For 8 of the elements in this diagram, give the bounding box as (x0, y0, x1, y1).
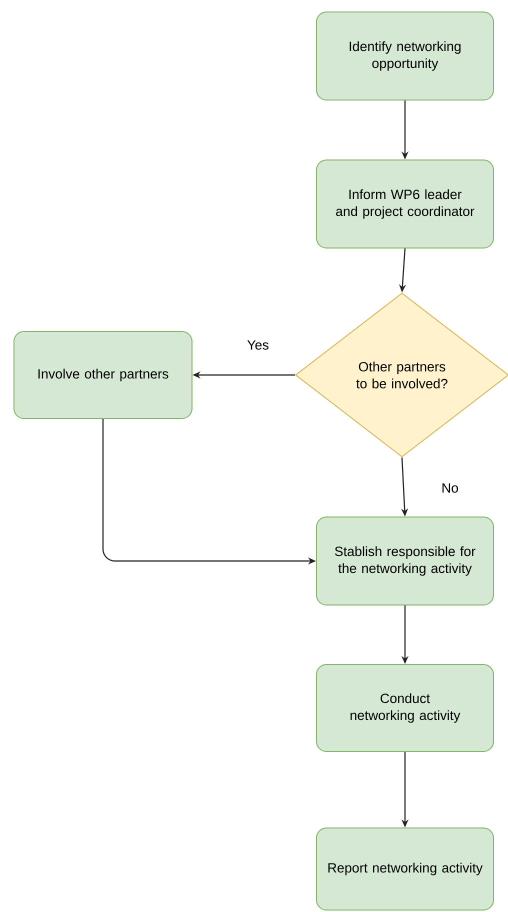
edge-label: No (439, 481, 461, 495)
process-box: Inform WP6 leader and project coordinator (316, 160, 494, 248)
process-box: Conduct networking activity (316, 664, 494, 752)
process-box: Involve other partners (14, 331, 192, 419)
process-box: Report networking activity (316, 828, 494, 910)
process-box: Stablish responsible for the networking activity (316, 516, 494, 606)
process-box: Identify networking opportunity (316, 12, 494, 100)
edge-label: Yes (245, 338, 271, 352)
